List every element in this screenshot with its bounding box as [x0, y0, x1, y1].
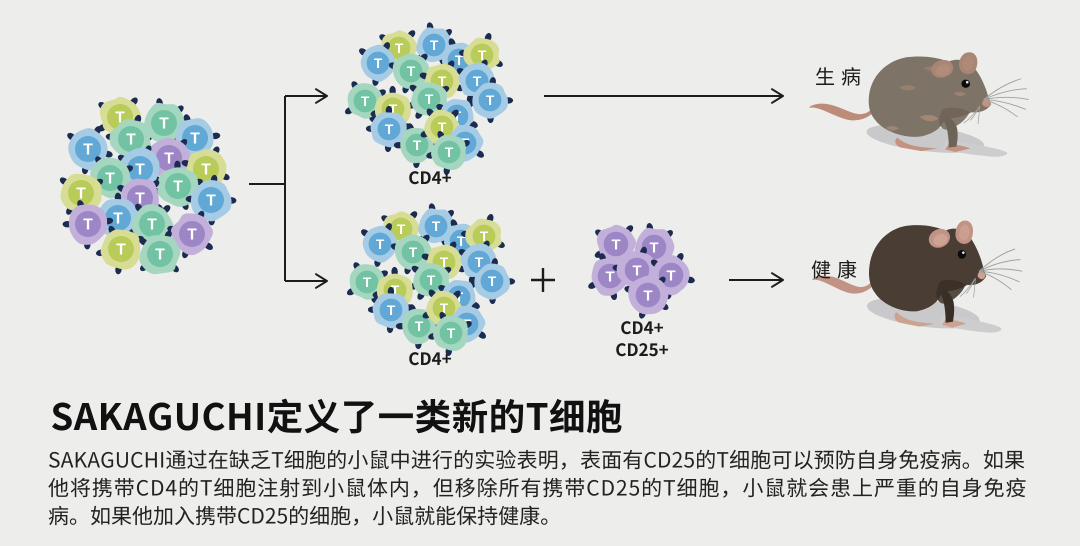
- svg-text:T: T: [611, 237, 620, 253]
- svg-text:T: T: [76, 186, 86, 203]
- svg-text:T: T: [105, 171, 115, 188]
- svg-text:T: T: [425, 92, 434, 107]
- svg-text:T: T: [391, 283, 400, 298]
- svg-text:T: T: [361, 94, 370, 109]
- svg-text:T: T: [135, 162, 145, 179]
- svg-text:T: T: [440, 255, 449, 270]
- svg-text:T: T: [387, 303, 396, 318]
- svg-text:T: T: [478, 48, 487, 63]
- svg-text:T: T: [453, 109, 462, 124]
- svg-text:T: T: [480, 229, 489, 244]
- svg-text:T: T: [201, 162, 211, 179]
- svg-text:T: T: [397, 222, 406, 237]
- svg-text:T: T: [135, 191, 145, 208]
- svg-text:T: T: [113, 211, 123, 228]
- svg-text:T: T: [206, 193, 216, 210]
- svg-text:T: T: [155, 247, 165, 264]
- svg-text:T: T: [445, 145, 454, 160]
- svg-text:T: T: [83, 142, 93, 159]
- svg-text:T: T: [115, 110, 125, 127]
- svg-text:T: T: [475, 255, 484, 270]
- svg-text:T: T: [643, 288, 652, 304]
- svg-text:T: T: [438, 120, 447, 135]
- svg-text:T: T: [455, 290, 464, 305]
- svg-text:T: T: [447, 326, 456, 341]
- svg-text:T: T: [605, 269, 614, 285]
- svg-text:T: T: [440, 301, 449, 316]
- svg-text:T: T: [488, 274, 497, 289]
- svg-text:T: T: [389, 102, 398, 117]
- svg-text:T: T: [430, 38, 439, 53]
- svg-text:T: T: [173, 179, 183, 196]
- svg-text:T: T: [187, 227, 197, 244]
- svg-text:T: T: [126, 132, 136, 149]
- svg-text:T: T: [473, 74, 482, 89]
- svg-text:T: T: [363, 275, 372, 290]
- svg-text:T: T: [666, 268, 675, 284]
- svg-text:T: T: [164, 151, 174, 168]
- svg-text:T: T: [427, 273, 436, 288]
- svg-text:T: T: [385, 122, 394, 137]
- svg-text:T: T: [147, 217, 157, 234]
- svg-text:T: T: [432, 219, 441, 234]
- svg-text:T: T: [190, 131, 200, 148]
- svg-text:T: T: [116, 242, 126, 259]
- svg-text:T: T: [409, 245, 418, 260]
- svg-text:T: T: [395, 41, 404, 56]
- svg-text:T: T: [649, 240, 658, 256]
- svg-text:T: T: [413, 138, 422, 153]
- svg-text:T: T: [407, 64, 416, 79]
- svg-text:T: T: [486, 93, 495, 108]
- svg-text:T: T: [415, 319, 424, 334]
- svg-text:T: T: [159, 116, 169, 133]
- svg-text:T: T: [455, 53, 464, 68]
- svg-text:T: T: [376, 237, 385, 252]
- svg-text:T: T: [632, 263, 641, 279]
- svg-text:T: T: [457, 234, 466, 249]
- svg-text:T: T: [374, 56, 383, 71]
- svg-text:T: T: [438, 74, 447, 89]
- svg-text:T: T: [83, 217, 93, 234]
